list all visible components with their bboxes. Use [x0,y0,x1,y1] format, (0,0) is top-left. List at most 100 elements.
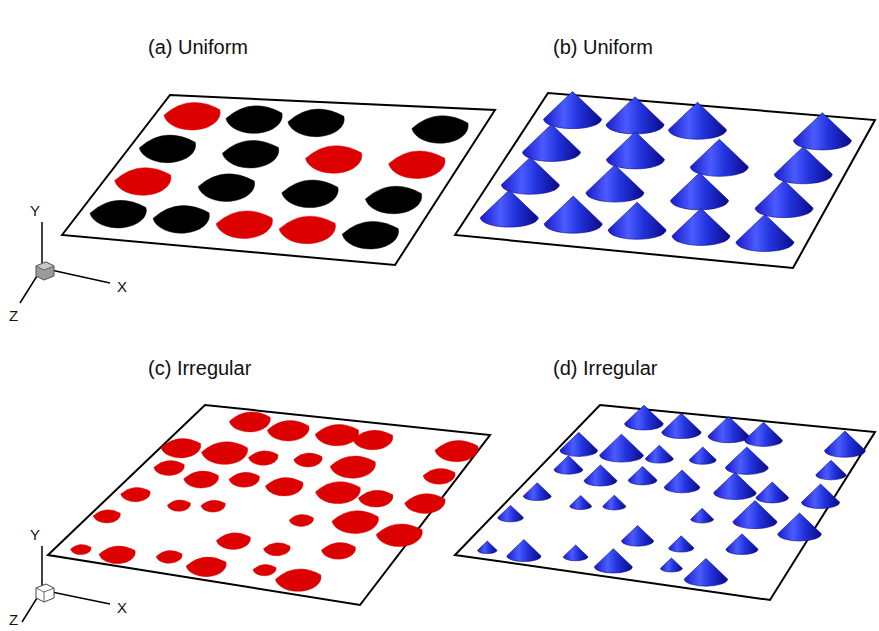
roughness-element [405,494,445,514]
roughness-element [321,543,355,560]
roughness-element [161,438,201,457]
base-plate [62,95,495,265]
cone-element [570,496,592,510]
cone-element [544,196,602,233]
roughness-element [154,461,184,476]
cone-element [522,124,580,161]
roughness-element [156,551,182,564]
base-plate [455,93,875,268]
cone-element [645,445,673,463]
roughness-element [389,151,445,179]
base-plate [455,405,875,600]
roughness-element [332,511,378,534]
cone-element [690,139,748,176]
cone-element [801,484,839,508]
axis-label: X [117,600,127,615]
roughness-element [264,543,291,556]
roughness-element [358,490,392,507]
axis-label: Z [9,612,18,627]
roughness-element [90,200,146,228]
cone-element [669,102,727,139]
roughness-element [249,451,278,465]
roughness-element [93,510,120,523]
roughness-element [279,216,335,244]
roughness-element [253,564,276,575]
roughness-element [184,471,219,488]
panel-title: (d) Irregular [553,358,657,378]
element-array [90,102,468,249]
roughness-element [353,430,393,450]
cone-element [544,92,602,129]
panel-title: (c) Irregular [148,358,251,378]
roughness-element [412,116,468,144]
cone-element [671,173,729,210]
axis-label: Z [9,308,18,323]
roughness-element [376,524,422,547]
roughness-element [186,557,226,577]
cone-element [594,549,632,573]
cone-element [684,558,727,586]
roughness-element [342,221,398,249]
cone-element [523,483,551,501]
cone-element [755,181,813,218]
panel-title: (b) Uniform [553,37,653,57]
cone-element [625,405,664,430]
axis-label: X [117,279,127,294]
cone-element [600,434,644,462]
roughness-element [115,168,171,196]
cone-element [714,472,756,499]
roughness-element [121,487,150,501]
roughness-element [316,482,361,504]
cone-element [478,541,497,553]
cone-element [621,525,653,546]
element-array [480,92,851,252]
cone-element [689,447,716,464]
cone-element [560,432,598,456]
roughness-element [139,135,195,163]
element-array [71,412,479,591]
roughness-element [167,500,190,511]
roughness-element [198,174,254,202]
roughness-element [294,453,322,467]
roughness-element [164,102,220,130]
roughness-element [306,146,362,174]
cone-element [672,208,730,245]
roughness-element [216,533,250,550]
cone-element [691,508,714,523]
cone-element [816,460,846,479]
cone-element [507,540,541,562]
cone-element [501,157,559,194]
roughness-element [435,441,478,462]
roughness-element [267,421,309,441]
cone-element [603,495,626,510]
cone-element [669,536,694,552]
cone-element [664,470,700,493]
roughness-element [71,545,92,555]
roughness-element [202,442,248,465]
roughness-element [153,206,209,234]
cone-element [480,190,538,227]
roughness-element [288,109,344,137]
cone-element [726,534,758,555]
cone-element [736,214,794,251]
cone-element [745,422,783,446]
cone-element [725,447,768,474]
axis-label: Y [30,203,40,218]
roughness-element [330,456,375,478]
cone-element [662,413,702,438]
cone-element [498,505,524,521]
cone-element [606,132,664,169]
roughness-element [289,515,313,527]
cone-element [584,465,617,486]
cone-element [778,513,822,541]
cone-element [606,97,664,134]
cone-element [563,545,588,561]
roughness-element [201,500,225,512]
cone-element [793,113,851,150]
element-array [478,405,866,586]
cone-element [554,456,583,474]
axis-label: Y [30,527,40,542]
cone-element [774,147,832,184]
